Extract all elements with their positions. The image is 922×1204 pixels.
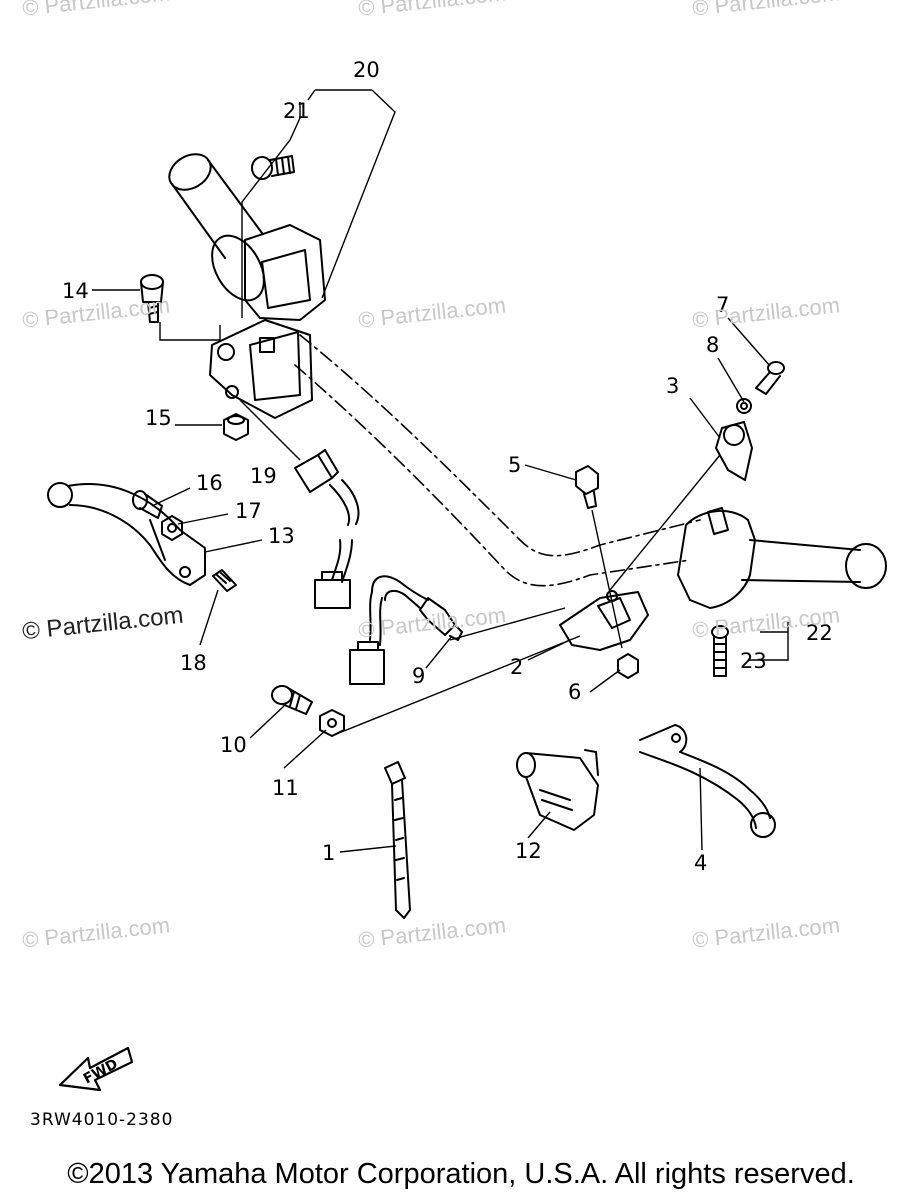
callout-23: 23 <box>740 649 767 673</box>
screw-21 <box>251 155 295 180</box>
nut-6 <box>617 653 639 679</box>
fwd-label: FWD <box>81 1056 121 1087</box>
copyright-notice: ©2013 Yamaha Motor Corporation, U.S.A. A… <box>67 1158 855 1190</box>
left-grip <box>168 153 265 302</box>
nut-11 <box>319 709 345 737</box>
callout-3: 3 <box>666 374 679 398</box>
screw-14 <box>140 274 164 323</box>
callout-22: 22 <box>806 621 833 645</box>
lever-holder-3 <box>715 421 753 481</box>
callout-15: 15 <box>145 406 172 430</box>
nut-17 <box>161 515 183 541</box>
callout-19: 19 <box>250 464 277 488</box>
left-switch-assembly <box>209 224 326 419</box>
diagram-code: 3RW4010-2380 <box>30 1110 174 1130</box>
screw-10 <box>271 685 313 715</box>
callout-17: 17 <box>235 499 262 523</box>
callout-6: 6 <box>568 680 581 704</box>
brake-switch-9 <box>349 575 463 685</box>
callout-20: 20 <box>353 58 380 82</box>
bolt-16 <box>132 490 163 519</box>
clutch-lever-13 <box>47 482 206 586</box>
callout-7: 7 <box>716 293 729 317</box>
callout-2: 2 <box>510 655 523 679</box>
callout-5: 5 <box>508 453 521 477</box>
handlebar <box>294 334 701 587</box>
screw-18 <box>212 569 237 592</box>
clutch-switch-19 <box>294 449 360 609</box>
callout-1: 1 <box>322 841 335 865</box>
callout-12: 12 <box>515 839 542 863</box>
callout-9: 9 <box>412 664 425 688</box>
right-switch-22 <box>677 507 887 609</box>
cable-tie-1 <box>384 761 411 919</box>
callout-11: 11 <box>272 776 299 800</box>
holder-12 <box>516 749 599 831</box>
nut-15 <box>223 413 249 441</box>
callout-21: 21 <box>283 99 310 123</box>
callout-16: 16 <box>196 471 223 495</box>
screw-23 <box>711 625 729 677</box>
callout-18: 18 <box>180 651 207 675</box>
brake-lever-4 <box>639 724 776 838</box>
bolt-7 <box>755 361 785 395</box>
bracket-2 <box>559 590 649 651</box>
callout-13: 13 <box>268 524 295 548</box>
bolt-5 <box>575 465 599 509</box>
callout-10: 10 <box>220 733 247 757</box>
callout-14: 14 <box>62 279 89 303</box>
callout-8: 8 <box>706 333 719 357</box>
callout-4: 4 <box>694 851 707 875</box>
fwd-arrow <box>58 1046 134 1092</box>
leader-lines <box>92 89 789 853</box>
washer-8 <box>736 398 752 414</box>
